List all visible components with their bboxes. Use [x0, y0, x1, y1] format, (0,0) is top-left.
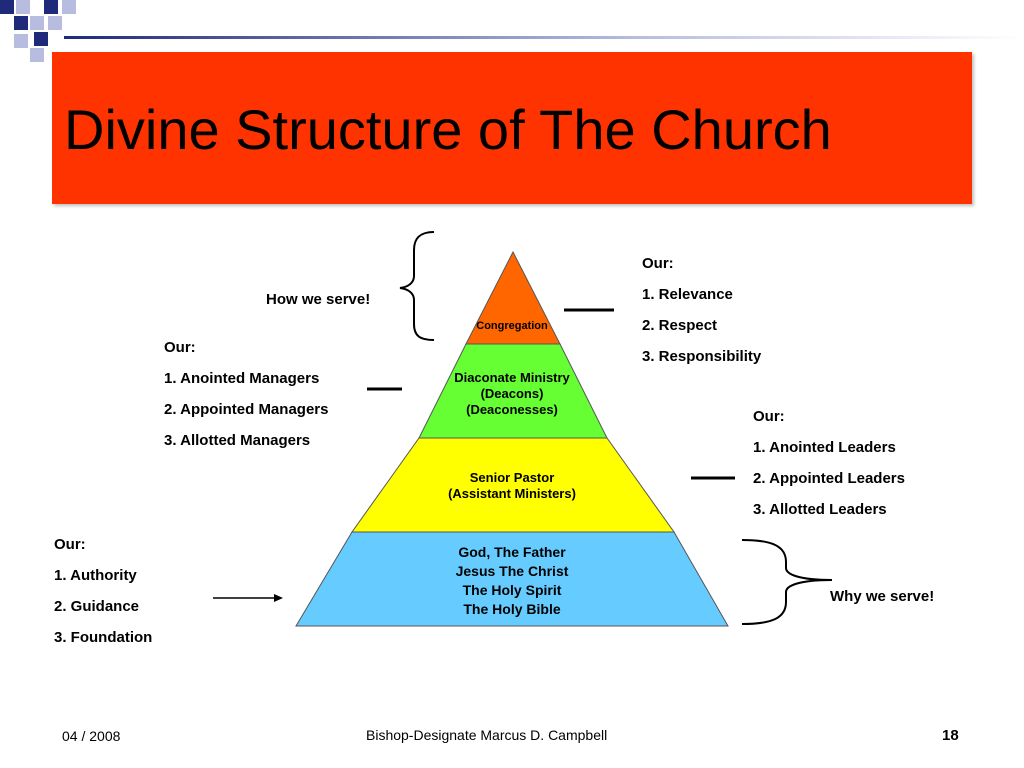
list-item: 2. Appointed Managers	[164, 401, 329, 418]
deco-square	[34, 32, 48, 46]
deco-square	[30, 16, 44, 30]
tier-line: Congregation	[476, 320, 548, 332]
list-item: 1. Relevance	[642, 286, 733, 303]
tier-line: (Deacons)	[480, 386, 544, 401]
list-item: 2. Respect	[642, 317, 718, 334]
header-rule	[64, 36, 1024, 39]
footer-page-number: 18	[942, 727, 959, 744]
tier-line: Senior Pastor	[469, 470, 555, 485]
list-item: 2. Guidance	[54, 598, 140, 615]
list-relevance: Our: 1. Relevance 2. Respect 3. Responsi…	[642, 254, 761, 378]
deco-square	[30, 48, 44, 62]
tier-line: The Holy Spirit	[462, 582, 562, 598]
tier-line: Jesus The Christ	[455, 563, 569, 579]
list-item: 1. Anointed Leaders	[753, 439, 896, 456]
brace-how-icon	[399, 231, 435, 341]
list-item: 1. Anointed Managers	[164, 370, 320, 387]
deco-square	[44, 0, 58, 14]
slide-title: Divine Structure of The Church	[64, 98, 832, 161]
tier-line: The Holy Bible	[463, 601, 561, 617]
deco-square	[14, 16, 28, 30]
tier-line: God, The Father	[458, 544, 566, 560]
list-item: 3. Allotted Leaders	[753, 501, 887, 518]
arrow-head-icon	[274, 594, 283, 602]
brace-why-icon	[741, 539, 833, 625]
deco-square	[62, 0, 76, 14]
list-item: 1. Authority	[54, 567, 137, 584]
list-heading: Our:	[54, 536, 86, 553]
list-item: 3. Foundation	[54, 629, 153, 646]
list-heading: Our:	[164, 339, 196, 356]
list-heading: Our:	[642, 255, 674, 272]
list-authority: Our: 1. Authority 2. Guidance 3. Foundat…	[54, 535, 152, 659]
list-item: 2. Appointed Leaders	[753, 470, 905, 487]
tier-label-diaconate: Diaconate Ministry (Deacons) (Deaconesse…	[454, 370, 570, 418]
tier-label-congregation: Congregation	[476, 319, 548, 334]
footer-author: Bishop-Designate Marcus D. Campbell	[366, 727, 608, 743]
why-we-serve-label: Why we serve!	[830, 588, 935, 605]
tier-label-foundation: God, The Father Jesus The Christ The Hol…	[456, 543, 569, 619]
list-managers: Our: 1. Anointed Managers 2. Appointed M…	[164, 338, 328, 462]
list-item: 3. Allotted Managers	[164, 432, 311, 449]
title-band	[52, 52, 972, 204]
deco-square	[16, 0, 30, 14]
deco-square	[14, 34, 28, 48]
list-item: 3. Responsibility	[642, 348, 762, 365]
tier-line: (Deaconesses)	[466, 402, 558, 417]
how-we-serve-label: How we serve!	[266, 291, 371, 308]
tier-line: (Assistant Ministers)	[448, 486, 576, 501]
deco-square	[0, 0, 14, 14]
pyramid-tier-foundation	[295, 531, 729, 627]
tier-line: Diaconate Ministry	[454, 370, 570, 385]
corner-decoration	[0, 0, 80, 64]
deco-square	[48, 16, 62, 30]
footer-date: 04 / 2008	[62, 728, 121, 744]
list-heading: Our:	[753, 408, 785, 425]
list-leaders: Our: 1. Anointed Leaders 2. Appointed Le…	[753, 407, 905, 531]
tier-label-senior-pastor: Senior Pastor (Assistant Ministers)	[448, 470, 576, 502]
